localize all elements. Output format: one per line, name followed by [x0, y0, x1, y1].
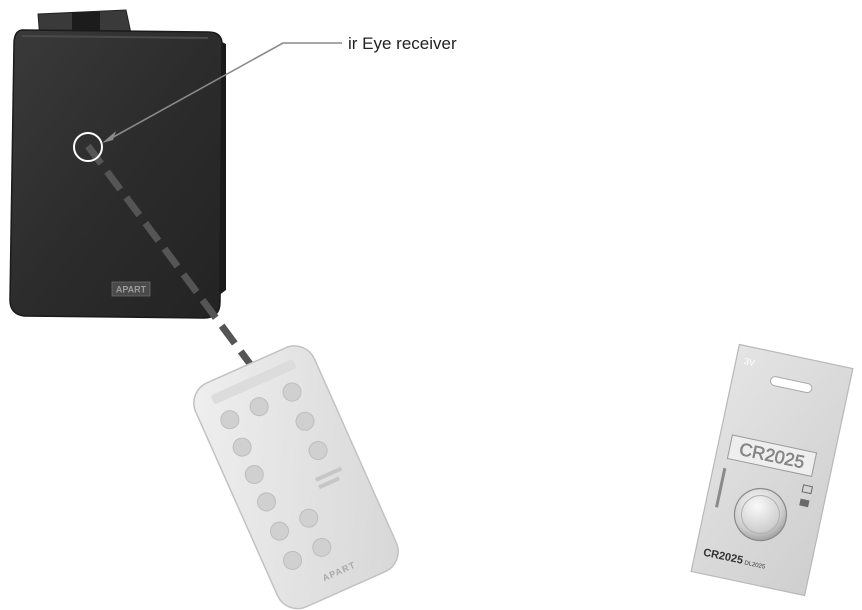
speaker-brand-text: APART — [116, 285, 147, 295]
battery-package: 3V CR2025 CR2025DL2025 — [691, 344, 853, 595]
speaker: APART — [10, 10, 226, 318]
speaker-body — [10, 30, 222, 318]
ir-eye-receiver-label: ir Eye receiver — [348, 34, 457, 54]
remote-control: APART — [187, 339, 405, 610]
remote-body — [187, 339, 405, 610]
